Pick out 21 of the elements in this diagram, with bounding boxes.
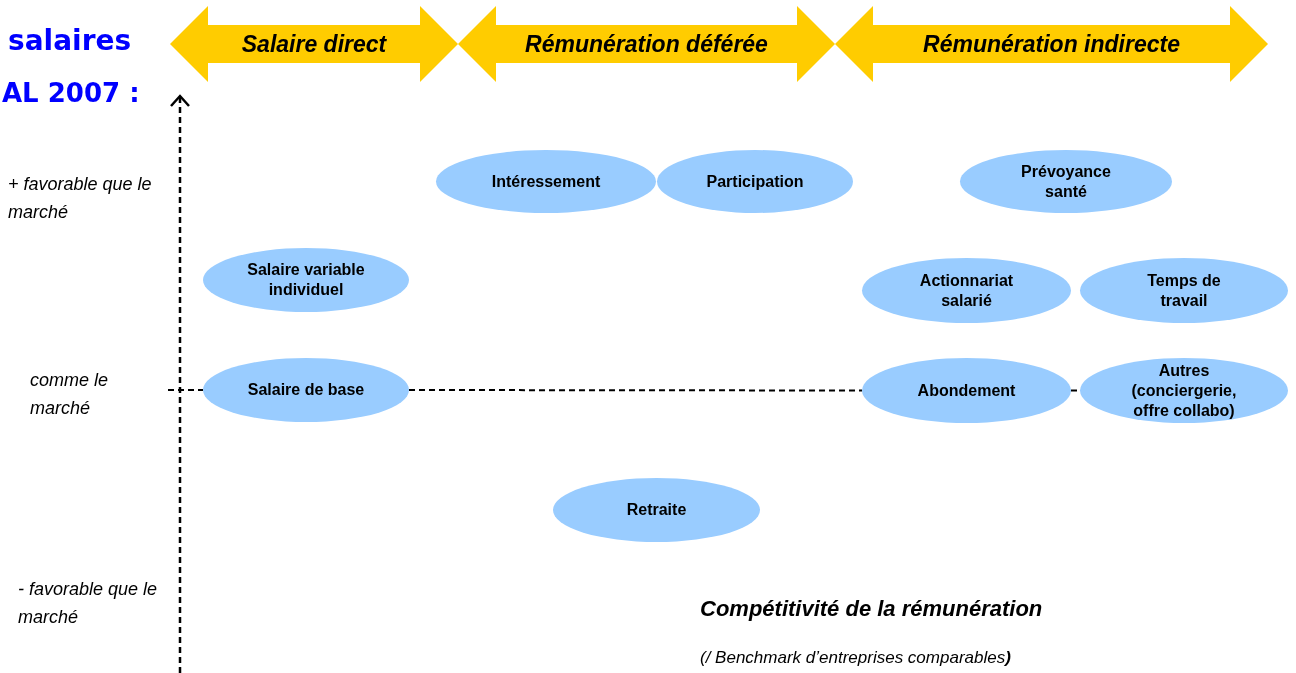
chart-subtitle: (/ Benchmark d’entreprises comparables) [700, 648, 1011, 668]
category-ellipse: Abondement [862, 358, 1071, 423]
double-arrow-band: Salaire direct [170, 6, 458, 82]
axis-label: + favorable que le marché [8, 173, 153, 224]
axis-label: - favorable que le marché [18, 578, 159, 629]
category-ellipse: Prévoyance santé [960, 150, 1172, 213]
category-ellipse: Intéressement [436, 150, 656, 213]
category-ellipse: Autres (conciergerie, offre collabo) [1080, 358, 1288, 423]
category-ellipse: Actionnariat salarié [862, 258, 1071, 323]
chart-title: Compétitivité de la rémunération [700, 596, 1043, 622]
title-text: AL 2007 : [2, 78, 140, 108]
title-text: salaires [8, 24, 132, 57]
category-ellipse: Retraite [553, 478, 760, 542]
double-arrow-band: Rémunération indirecte [835, 6, 1268, 82]
category-ellipse: Salaire de base [203, 358, 409, 422]
category-ellipse: Participation [657, 150, 853, 213]
axis-label: comme le marché [30, 369, 110, 420]
double-arrow-band: Rémunération déférée [458, 6, 835, 82]
category-ellipse: Salaire variable individuel [203, 248, 409, 312]
category-ellipse: Temps de travail [1080, 258, 1288, 323]
dashed-line [408, 389, 863, 392]
